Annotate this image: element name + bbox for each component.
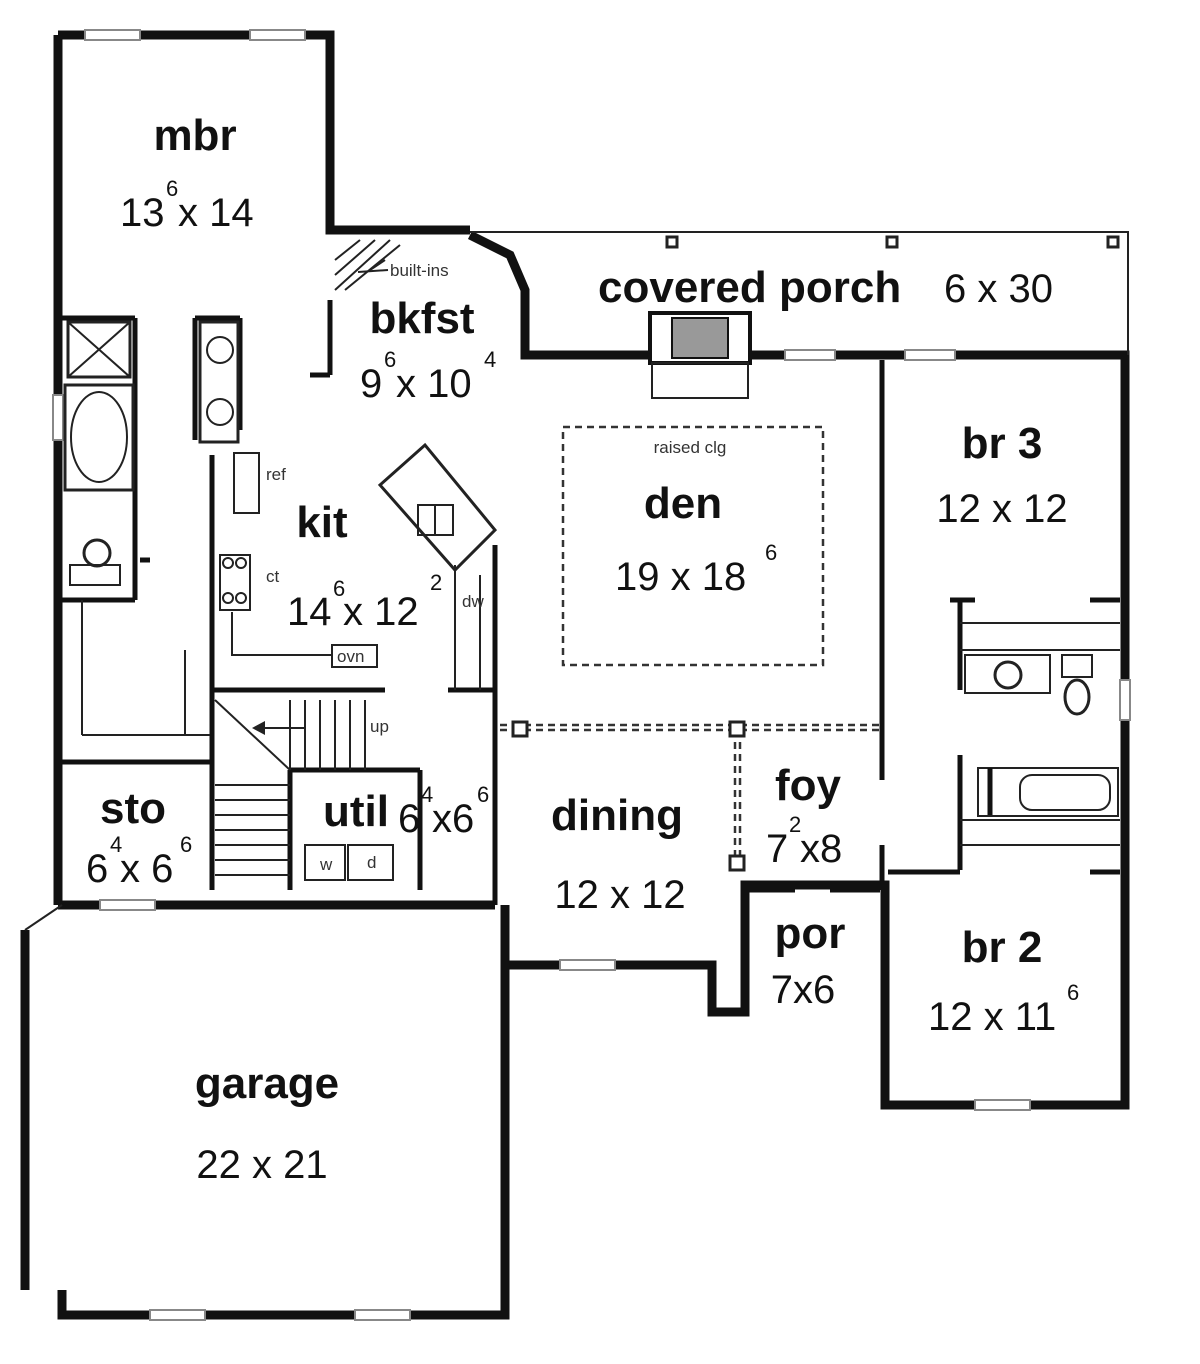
por-name: por <box>775 909 846 958</box>
bkfst-dim-a-sup: 6 <box>384 347 396 372</box>
util-dim-a: 6 <box>398 797 420 841</box>
room-labels: mbr 13 6 x 14 bkfst 9 6 x 10 4 built-ins… <box>86 111 1079 1187</box>
bkfst-dim-b: x 10 <box>396 362 472 406</box>
windows <box>52 29 1131 1321</box>
hall-bath-fixtures <box>964 654 1119 817</box>
kitchen-fixtures <box>214 442 498 881</box>
ovn-label: ovn <box>337 647 364 666</box>
br3-dim: 12 x 12 <box>936 487 1067 531</box>
up-label: up <box>370 717 389 736</box>
sto-name: sto <box>100 784 166 833</box>
mbr-dim-b: x 14 <box>178 191 254 235</box>
mbr-name: mbr <box>153 111 236 160</box>
sto-dim-a-sup: 4 <box>110 832 122 857</box>
util-dim-b-sup: 6 <box>477 782 489 807</box>
br2-dim-sup: 6 <box>1067 980 1079 1005</box>
mbr-dim-a-sup: 6 <box>166 176 178 201</box>
foy-dim-a: 7 <box>766 827 788 871</box>
interior-walls <box>62 300 1120 905</box>
bkfst-dim-a: 9 <box>360 362 382 406</box>
garage-dim: 22 x 21 <box>196 1143 327 1187</box>
foy-name: foy <box>775 761 842 810</box>
dw-label: dw <box>462 592 484 611</box>
bkfst-name: bkfst <box>369 294 474 343</box>
kit-dim-b: x 12 <box>343 590 419 634</box>
foy-dim-a-sup: 2 <box>789 812 801 837</box>
porch-name: covered porch <box>598 263 901 312</box>
kit-name: kit <box>296 498 348 547</box>
util-name: util <box>323 787 389 836</box>
kit-dim-b-sup: 2 <box>430 570 442 595</box>
br2-dim: 12 x 11 <box>928 995 1056 1039</box>
beams-and-ceiling <box>500 425 880 872</box>
bkfst-dim-b-sup: 4 <box>484 347 496 372</box>
master-bath-fixtures <box>63 320 240 586</box>
covered-porch-outline <box>470 231 1129 399</box>
sto-dim-b: x 6 <box>120 847 173 891</box>
sto-dim-a: 6 <box>86 847 108 891</box>
garage-name: garage <box>195 1059 339 1108</box>
util-dim-b: x6 <box>432 797 474 841</box>
br3-name: br 3 <box>962 419 1043 468</box>
sto-dim-b-sup: 6 <box>180 832 192 857</box>
washer-label: w <box>319 855 333 874</box>
porch-dim: 6 x 30 <box>944 267 1053 311</box>
den-dim-sup: 6 <box>765 540 777 565</box>
por-dim: 7x6 <box>771 968 836 1012</box>
built-ins-hatch <box>334 239 401 291</box>
dining-dim: 12 x 12 <box>554 873 685 917</box>
raised-clg-label: raised clg <box>654 438 727 457</box>
built-ins-label: built-ins <box>390 261 449 280</box>
foy-dim-b: x8 <box>800 827 842 871</box>
dryer-label: d <box>367 853 376 872</box>
mbr-dim-a: 13 <box>120 191 165 235</box>
den-name: den <box>644 479 722 528</box>
kit-dim-a-sup: 6 <box>333 576 345 601</box>
dining-name: dining <box>551 791 683 840</box>
kit-dim-a: 14 <box>287 590 332 634</box>
ref-label: ref <box>266 465 286 484</box>
ct-label: ct <box>266 567 280 586</box>
br2-name: br 2 <box>962 923 1043 972</box>
den-dim: 19 x 18 <box>615 555 746 599</box>
util-dim-a-sup: 4 <box>421 782 433 807</box>
